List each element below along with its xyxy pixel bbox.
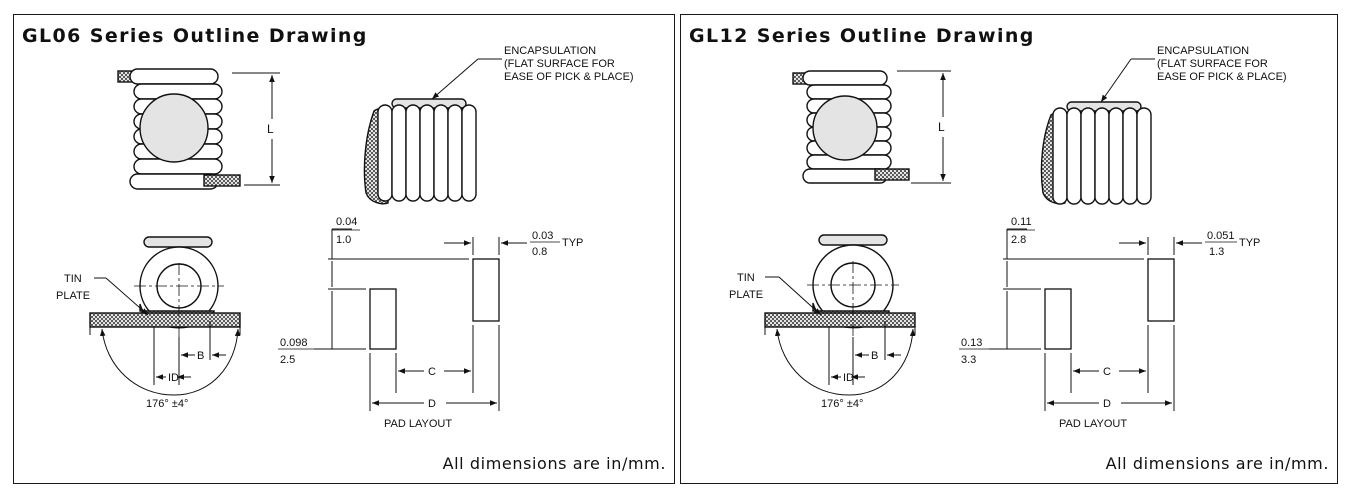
pad-large bbox=[1147, 258, 1175, 322]
c-label: C bbox=[428, 366, 436, 378]
angle-dimension bbox=[89, 327, 241, 396]
coil-end-view bbox=[89, 236, 241, 329]
panel-title: GL12 Series Outline Drawing bbox=[689, 25, 1035, 47]
height-dimension-in: 0.13 bbox=[961, 337, 982, 349]
outline-drawing: L ENCAPSULATION (FLAT SURFACE FOR EASE O… bbox=[56, 45, 634, 430]
pad-width-in: 0.03 bbox=[532, 230, 553, 242]
d-label: D bbox=[1103, 398, 1111, 410]
encapsulation-label: ENCAPSULATION bbox=[504, 45, 596, 57]
pad-small bbox=[369, 288, 397, 350]
coil-front-view bbox=[792, 70, 910, 184]
panel-title: GL06 Series Outline Drawing bbox=[22, 25, 368, 47]
angle-label: 176° ±4° bbox=[821, 398, 863, 410]
encapsulation-note-1: (FLAT SURFACE FOR bbox=[504, 58, 615, 70]
pad-dimensions bbox=[314, 228, 527, 411]
pad-width-mm: 1.3 bbox=[1209, 246, 1224, 258]
encapsulation-note-2: EASE OF PICK & PLACE) bbox=[1157, 71, 1287, 83]
encapsulation-leader bbox=[1100, 58, 1155, 103]
pad-small bbox=[1044, 288, 1072, 350]
plate-label-text: PLATE bbox=[56, 290, 90, 302]
pad-layout bbox=[369, 258, 500, 350]
angle-dimension bbox=[764, 327, 916, 396]
units-footnote: All dimensions are in/mm. bbox=[442, 454, 666, 473]
pad-layout-label: PAD LAYOUT bbox=[1059, 418, 1127, 430]
coil-side-view bbox=[1040, 101, 1152, 205]
tin-plate-leader bbox=[94, 277, 149, 316]
angle-label: 176° ±4° bbox=[146, 398, 188, 410]
length-label: L bbox=[938, 120, 945, 134]
encapsulation-note-2: EASE OF PICK & PLACE) bbox=[504, 71, 634, 83]
pad-width-mm: 0.8 bbox=[532, 246, 547, 258]
id-label: ID bbox=[168, 372, 179, 384]
tin-plate-leader bbox=[765, 276, 822, 316]
encapsulation-leader bbox=[431, 58, 502, 100]
pad-layout-label: PAD LAYOUT bbox=[384, 418, 452, 430]
length-dimension bbox=[897, 70, 951, 184]
gap-dimension-mm: 2.8 bbox=[1011, 234, 1026, 246]
length-label: L bbox=[267, 122, 274, 136]
gap-dimension-mm: 1.0 bbox=[336, 234, 351, 246]
d-label: D bbox=[428, 398, 436, 410]
pad-dimensions bbox=[989, 228, 1202, 411]
id-label: ID bbox=[843, 372, 854, 384]
encapsulation-label: ENCAPSULATION bbox=[1157, 45, 1249, 57]
plate-label: PLATE bbox=[729, 289, 763, 301]
outline-drawing: L ENCAPSULATION (FLAT SURFACE FOR EASE O… bbox=[729, 45, 1287, 430]
coil-front-view bbox=[117, 68, 241, 190]
height-dimension-in: 0.098 bbox=[280, 337, 308, 349]
coil-end-view bbox=[764, 234, 916, 329]
b-id-dimensions bbox=[153, 321, 226, 385]
panel-gl12: GL12 Series Outline Drawing bbox=[680, 14, 1338, 484]
b-label: B bbox=[197, 350, 204, 362]
encapsulation-note-1: (FLAT SURFACE FOR bbox=[1157, 58, 1268, 70]
gap-dimension-in: 0.11 bbox=[1011, 216, 1032, 228]
b-label: B bbox=[871, 350, 878, 362]
typ-label: TYP bbox=[1239, 237, 1260, 249]
gap-dimension-in: 0.04 bbox=[336, 216, 357, 228]
tin-label: TIN bbox=[64, 273, 82, 285]
height-dimension-mm: 3.3 bbox=[961, 354, 976, 366]
tin-label: TIN bbox=[737, 272, 755, 284]
coil-side-view bbox=[363, 98, 477, 205]
c-label: C bbox=[1103, 366, 1111, 378]
height-dimension-mm: 2.5 bbox=[280, 354, 295, 366]
panel-gl06: GL06 Series Outline Drawing bbox=[13, 14, 675, 484]
length-dimension bbox=[232, 72, 280, 186]
units-footnote: All dimensions are in/mm. bbox=[1105, 454, 1329, 473]
typ-label: TYP bbox=[562, 237, 583, 249]
b-id-dimensions bbox=[828, 321, 901, 385]
pad-width-in: 0.051 bbox=[1207, 230, 1235, 242]
pad-large bbox=[472, 258, 500, 322]
pad-layout bbox=[1044, 258, 1175, 350]
